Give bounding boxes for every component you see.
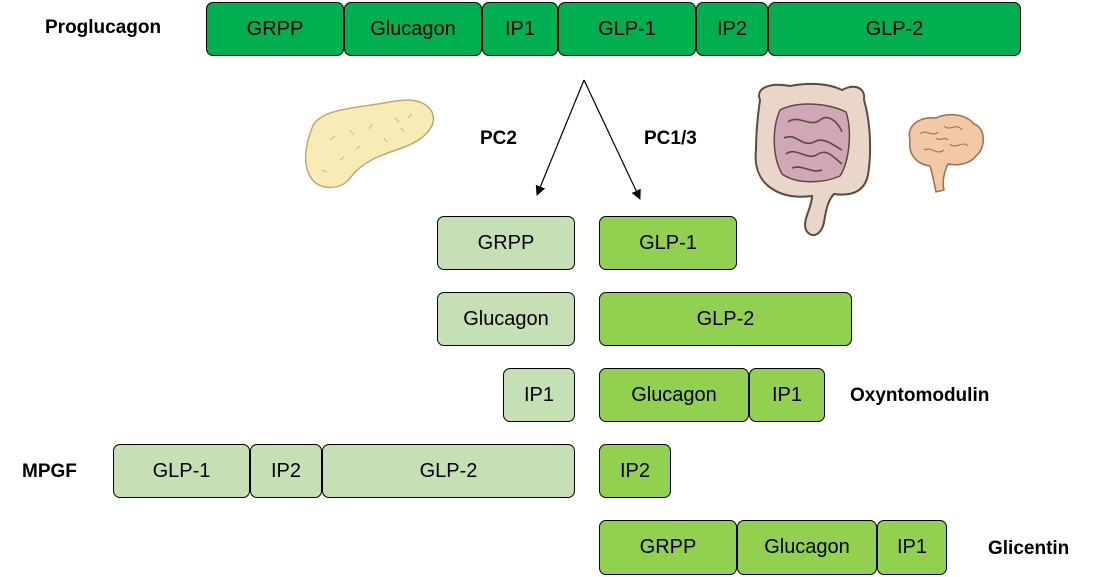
intestine-icon (754, 82, 872, 237)
oxyntomodulin-segment-glucagon: Glucagon (599, 368, 749, 422)
pancreas-icon (304, 99, 435, 189)
pc13-glp2-box: GLP-2 (599, 292, 852, 346)
oxyntomodulin-segment-ip1: IP1 (749, 368, 825, 422)
pc2-arrow (535, 79, 585, 196)
mpgf-label: MPGF (22, 461, 77, 482)
pc13-label: PC1/3 (644, 128, 697, 149)
proglucagon-segment-ip1: IP1 (482, 2, 558, 56)
glicentin-segment-grpp: GRPP (599, 520, 737, 575)
proglucagon-segment-glucagon: Glucagon (344, 2, 482, 56)
pc13-ip2-box: IP2 (599, 444, 671, 498)
proglucagon-segment-glp1: GLP-1 (558, 2, 696, 56)
mpgf-segment-ip2: IP2 (250, 444, 322, 498)
pc2-ip1-box: IP1 (503, 368, 575, 422)
proglucagon-label: Proglucagon (45, 17, 162, 38)
proglucagon-segment-glp2: GLP-2 (768, 2, 1021, 56)
oxyntomodulin-label: Oxyntomodulin (850, 385, 990, 406)
glicentin-segment-glucagon: Glucagon (737, 520, 877, 575)
pc2-glucagon-box: Glucagon (437, 292, 575, 346)
pc2-label: PC2 (480, 128, 517, 149)
mpgf-segment-glp2: GLP-2 (322, 444, 575, 498)
proglucagon-segment-ip2: IP2 (696, 2, 768, 56)
glicentin-label: Glicentin (988, 538, 1070, 559)
pc2-grpp-box: GRPP (437, 216, 575, 270)
brain-icon (908, 113, 984, 193)
mpgf-segment-glp1: GLP-1 (113, 444, 250, 498)
glicentin-segment-ip1: IP1 (877, 520, 947, 575)
proglucagon-segment-grpp: GRPP (206, 2, 344, 56)
pc13-glp1-box: GLP-1 (599, 216, 737, 270)
pc13-arrow (583, 79, 641, 200)
